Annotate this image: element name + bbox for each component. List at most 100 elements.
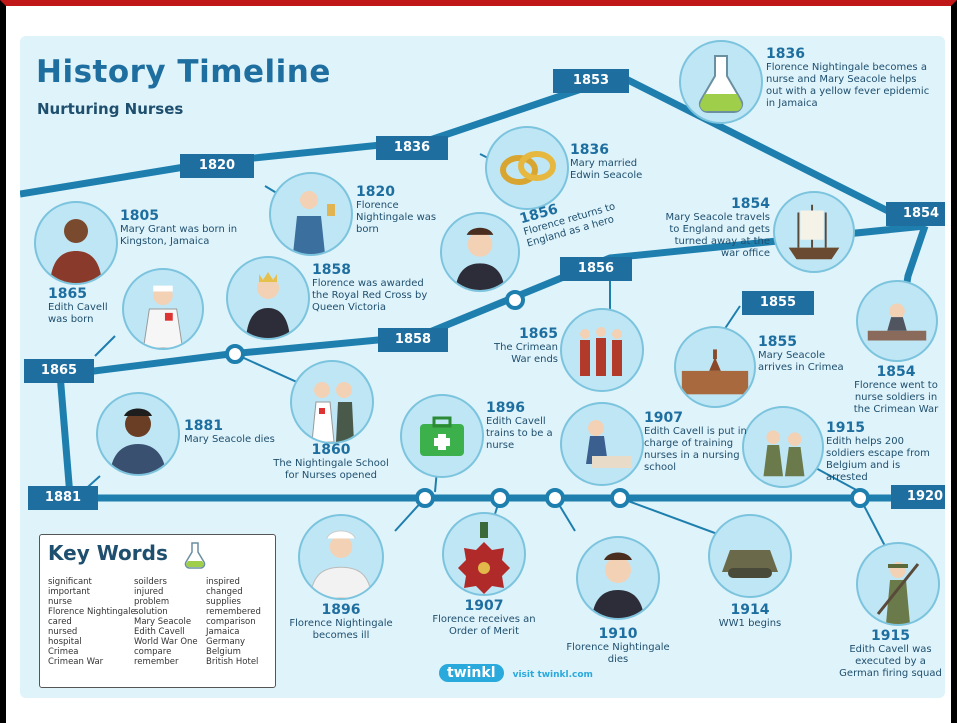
event-1820-born: 1820 Florence Nightingale was born	[356, 184, 446, 236]
florence-portrait-icon	[440, 212, 520, 292]
year-box-1881: 1881	[28, 486, 98, 510]
event-year: 1915	[871, 628, 910, 644]
page-subtitle: Nurturing Nurses	[37, 100, 184, 118]
nurses-icon	[290, 360, 374, 444]
event-text: Mary Grant was born in Kingston, Jamaica	[120, 224, 238, 247]
timeline-poster: History Timeline Nurturing Nurses 1853 1…	[20, 36, 945, 698]
event-1896-trains: 1896 Edith Cavell trains to be a nurse	[486, 400, 566, 452]
event-year: 1860	[311, 442, 351, 458]
event-text: The Nightingale School for Nurses opened	[273, 458, 389, 481]
key-word: changed	[206, 587, 243, 597]
event-year: 1836	[570, 142, 609, 158]
event-text: Edith Cavell was executed by a German fi…	[839, 644, 942, 679]
page-title: History Timeline	[36, 54, 331, 90]
rings-icon	[485, 126, 569, 210]
flask-icon	[184, 542, 206, 569]
event-year: 1854	[731, 196, 770, 212]
event-year: 1865	[48, 286, 87, 302]
event-year: 1865	[519, 326, 558, 342]
event-text: Mary Seacole dies	[184, 434, 275, 445]
year-box-1865: 1865	[24, 359, 94, 383]
event-1854-travels: 1854 Mary Seacole travels to England and…	[660, 196, 770, 260]
key-words-title: Key Words	[48, 541, 168, 565]
event-year: 1854	[876, 364, 916, 380]
key-word: World War One	[134, 637, 198, 647]
year-box-1854: 1854	[886, 202, 945, 226]
mary-portrait-icon	[34, 201, 118, 285]
ward-icon	[856, 280, 938, 362]
event-year: 1914	[730, 602, 770, 618]
key-words-col-2: soilders injured problem solution Mary S…	[134, 577, 198, 667]
medal-icon	[442, 512, 526, 596]
branding: twinkl visit twinkl.com	[439, 662, 593, 682]
key-word: solution	[134, 607, 168, 617]
key-word: Belgium	[206, 647, 241, 657]
key-word: Florence Nightingale	[48, 607, 136, 617]
event-text: Florence receives an Order of Merit	[432, 614, 536, 637]
event-year: 1907	[644, 410, 683, 426]
year-box-1855: 1855	[742, 291, 814, 315]
key-word: inspired	[206, 577, 240, 587]
twinkl-link[interactable]: visit twinkl.com	[512, 670, 593, 680]
key-word: Edith Cavell	[134, 627, 185, 637]
key-word: cared	[48, 617, 72, 627]
first-aid-icon	[400, 394, 484, 478]
key-word: Mary Seacole	[134, 617, 192, 627]
event-1836-married: 1836 Mary married Edwin Seacole	[570, 142, 670, 182]
key-word: significant	[48, 577, 92, 587]
event-text: Florence Nightingale becomes ill	[289, 618, 393, 641]
event-1854-nurse-soldiers: 1854 Florence went to nurse soldiers in …	[846, 364, 945, 416]
event-text: Florence went to nurse soldiers in the C…	[853, 380, 939, 415]
event-year: 1896	[486, 400, 525, 416]
key-word: comparison	[206, 617, 256, 627]
key-word: important	[48, 587, 90, 597]
event-1855-crimea: 1855 Mary Seacole arrives in Crimea	[758, 334, 858, 374]
event-year: 1820	[356, 184, 395, 200]
event-1881-dies: 1881 Mary Seacole dies	[184, 418, 294, 446]
event-year: 1805	[120, 208, 159, 224]
event-text: Edith Cavell is put in charge of trainin…	[644, 426, 747, 473]
event-year: 1910	[598, 626, 638, 642]
event-text: Mary Seacole arrives in Crimea	[758, 350, 844, 373]
key-word: nursed	[48, 627, 78, 637]
event-1805-born: 1805 Mary Grant was born in Kingston, Ja…	[120, 208, 255, 248]
event-1836-nurse: 1836 Florence Nightingale becomes a nurs…	[766, 46, 936, 110]
event-text: WW1 begins	[718, 618, 782, 629]
florence-bed-icon	[298, 514, 384, 600]
tank-icon	[708, 514, 792, 598]
event-1915-executed: 1915 Edith Cavell was executed by a Germ…	[838, 628, 943, 680]
key-word: Crimea	[48, 647, 79, 657]
event-year: 1881	[184, 418, 223, 434]
key-words-col-1: significant important nurse Florence Nig…	[48, 577, 136, 667]
event-year: 1855	[758, 334, 797, 350]
key-word: Germany	[206, 637, 246, 647]
event-1858-award: 1858 Florence was awarded the Royal Red …	[312, 262, 430, 314]
event-text: Florence was awarded the Royal Red Cross…	[312, 278, 428, 313]
queen-icon	[226, 256, 310, 340]
year-box-1856: 1856	[560, 257, 632, 281]
key-word: remembered	[206, 607, 261, 617]
event-year: 1915	[826, 420, 865, 436]
ship-icon	[773, 191, 855, 273]
event-1914-ww1: 1914 WW1 begins	[700, 602, 800, 630]
soldiers-escape-icon	[742, 406, 824, 488]
year-box-1853: 1853	[553, 69, 629, 93]
event-text: Florence Nightingale was born	[356, 200, 437, 235]
event-1915-escape: 1915 Edith helps 200 soldiers escape fro…	[826, 420, 944, 484]
nurse-patient-icon	[560, 402, 644, 486]
event-1907-training: 1907 Edith Cavell is put in charge of tr…	[644, 410, 748, 474]
event-text: Mary married Edwin Seacole	[570, 158, 643, 181]
key-word: compare	[134, 647, 172, 657]
year-box-1858: 1858	[378, 328, 448, 352]
event-1896-ill: 1896 Florence Nightingale becomes ill	[276, 602, 406, 642]
key-word: soilders	[134, 577, 167, 587]
soldier-rifle-icon	[856, 542, 940, 626]
key-words-box: Key Words significant important nurse Fl…	[39, 534, 276, 688]
event-year: 1858	[312, 262, 351, 278]
key-word: hospital	[48, 637, 82, 647]
event-1910-dies: 1910 Florence Nightingale dies	[558, 626, 678, 666]
event-text: Edith helps 200 soldiers escape from Bel…	[826, 436, 930, 483]
event-1907-merit: 1907 Florence receives an Order of Merit	[420, 598, 548, 638]
year-box-1920: 1920	[891, 485, 945, 509]
